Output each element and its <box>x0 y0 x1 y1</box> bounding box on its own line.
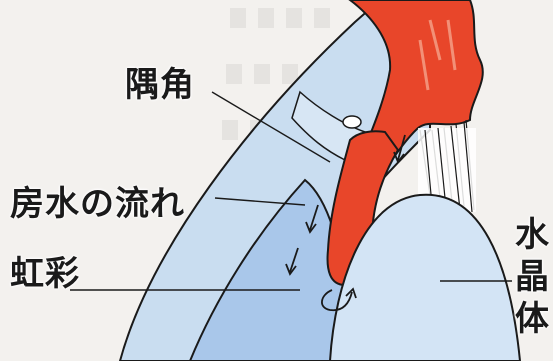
label-aqueous-flow: 房水の流れ <box>10 176 185 225</box>
label-angle: 隅角 <box>125 57 195 106</box>
canal-icon <box>343 116 361 128</box>
label-lens: 水晶体 <box>515 214 553 340</box>
label-iris: 虹彩 <box>10 246 80 295</box>
